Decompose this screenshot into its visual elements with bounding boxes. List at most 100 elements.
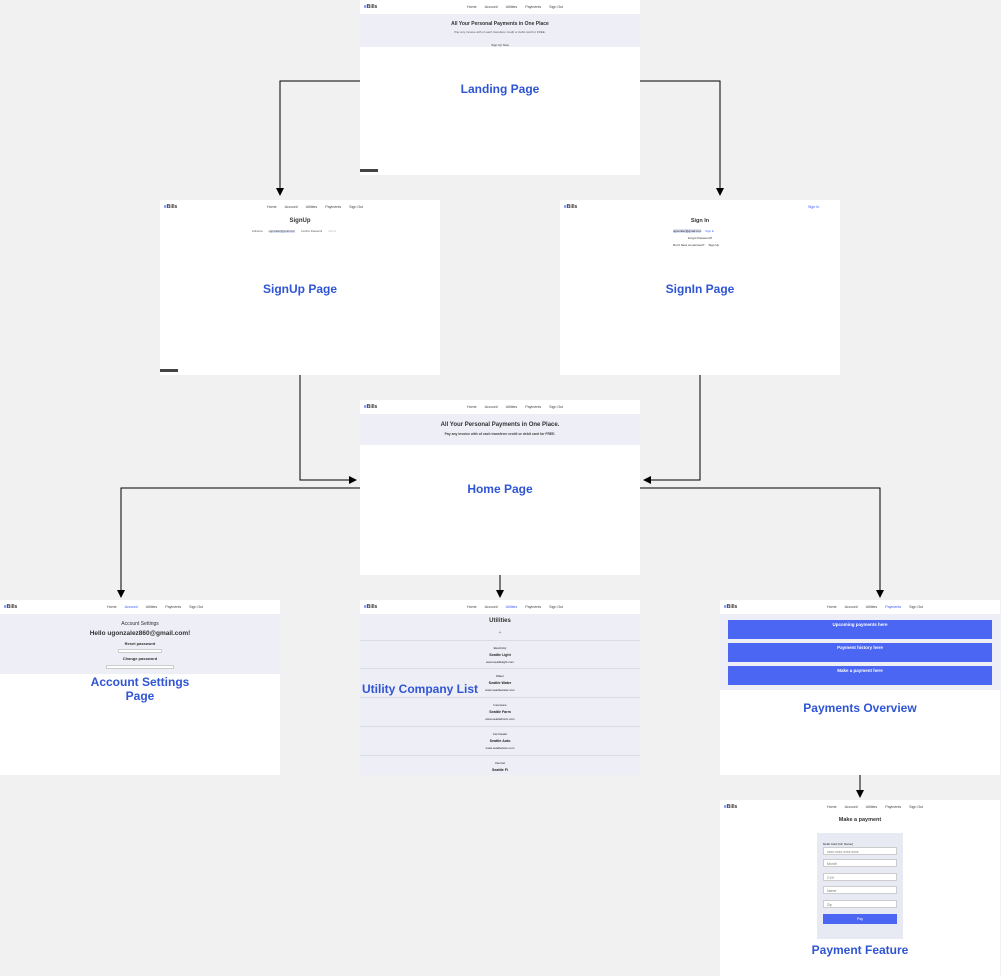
utility-row: Electricity Seattle Light www.seattlelig… <box>360 640 640 668</box>
hero-subline: Pay any invoice with of each transferer … <box>454 30 546 34</box>
nav-account: Account <box>484 605 498 609</box>
hello-text: Hello ugonzalez860@gmail.com! <box>89 630 191 637</box>
arrow-landing-to-signup <box>276 80 360 196</box>
arrow-signup-to-home <box>299 375 357 484</box>
signin-title: Sign In <box>690 218 710 224</box>
footer-bar <box>160 369 178 372</box>
hero-band: All Your Personal Payments in One Place … <box>360 14 640 47</box>
signup-link: Sign Up <box>708 243 720 247</box>
utility-category: Water <box>496 674 504 678</box>
change-password-label: Change password <box>122 656 158 661</box>
logo: eBills <box>4 604 18 610</box>
zip-field: Zip <box>823 900 897 908</box>
landing-page-node: eBills Home Account Utilities Payments S… <box>360 0 640 175</box>
navbar: eBills Home Account Utilities Payments S… <box>0 600 280 614</box>
logo: eBills <box>564 204 578 210</box>
nav-signout: Sign Out <box>549 5 564 9</box>
hero-headline: All Your Personal Payments in One Place. <box>440 422 560 428</box>
nav-signout: Sign Out <box>349 205 364 209</box>
forgot-password-link: Forgot Password? <box>687 236 713 240</box>
signin-form-row: ugonzalez@gmail.com Sign In <box>673 229 714 233</box>
nav-home: Home <box>827 605 837 609</box>
logo: eBills <box>364 4 378 10</box>
utility-category: Car Dealer <box>492 732 508 736</box>
home-page-node: eBills Home Account Utilities Payments S… <box>360 400 640 575</box>
nav-payments: Payments <box>525 405 542 409</box>
navbar: eBills Home Account Utilities Payments S… <box>360 0 640 14</box>
nav-utilities: Utilities <box>145 605 158 609</box>
hero-headline: All Your Personal Payments in One Place <box>451 21 549 27</box>
signin-button: Sign In <box>705 229 715 233</box>
submit-button: Submit <box>328 230 337 233</box>
caption-home: Home Page <box>467 482 533 496</box>
nav-payments: Payments <box>885 605 902 609</box>
account-band: Account Settings Hello ugonzalez860@gmai… <box>0 614 280 674</box>
arrow-signin-to-home <box>643 375 701 484</box>
logo: eBills <box>364 604 378 610</box>
utility-category: Electricity <box>493 646 507 650</box>
caption-account-line2: Page <box>125 689 155 703</box>
nav-utilities: Utilities <box>505 405 518 409</box>
cta-signup: Sign Up Now <box>491 43 509 47</box>
utility-site: www.seattlelight.com <box>485 660 514 664</box>
caption-signup: SignUp Page <box>262 282 337 296</box>
caption-payments: Payments Overview <box>803 701 917 715</box>
nav-payments: Payments <box>525 5 542 9</box>
payment-title: Make a payment <box>838 817 882 823</box>
arrow-landing-to-signin <box>640 80 724 196</box>
arrow-home-to-payments <box>640 487 884 598</box>
logo: eBills <box>164 204 178 210</box>
make-payment-button: Make a payment here <box>728 666 992 685</box>
nav-signout: Sign Out <box>909 605 924 609</box>
logo: eBills <box>724 604 738 610</box>
arrow-home-to-account <box>117 487 360 598</box>
signin-email-field: ugonzalez@gmail.com <box>673 229 702 233</box>
nav-utilities: Utilities <box>305 205 318 209</box>
cvv-field: CVV <box>823 873 897 881</box>
caption-utilities: Utility Company List <box>362 682 479 696</box>
navbar: eBills Sign In <box>560 200 840 214</box>
utility-site: www.seattleAuto.com <box>485 746 515 750</box>
reset-password-label: Reset password <box>124 641 156 646</box>
utility-site: www.seattleFarm.com <box>485 717 515 721</box>
logo: eBills <box>364 404 378 410</box>
utility-row: Car Dealer Seattle Auto www.seattleAuto.… <box>360 726 640 755</box>
confirm-password-field: Confirm Password <box>300 230 323 233</box>
nav-utilities: Utilities <box>865 605 878 609</box>
change-password-field <box>106 665 174 669</box>
nav-home: Home <box>267 205 277 209</box>
signup-title: SignUp <box>289 218 311 224</box>
nav-payments: Payments <box>165 605 182 609</box>
no-account-text: Don't have an account? <box>673 243 705 247</box>
utility-name: Seattle Farm <box>489 710 511 714</box>
card-label: Debit Card (On Name) <box>823 842 854 846</box>
navbar: eBills Home Account Utilities Payments S… <box>720 800 1000 814</box>
nav-payments: Payments <box>525 605 542 609</box>
navbar: eBills Home Account Utilities Payments S… <box>160 200 440 214</box>
utility-name: Seattle Water <box>488 681 512 685</box>
pay-button: Pay <box>823 914 897 924</box>
nav-home: Home <box>467 405 477 409</box>
nav-utilities: Utilities <box>865 805 878 809</box>
nav-payments: Payments <box>885 805 902 809</box>
utility-list-node: eBills Home Account Utilities Payments S… <box>360 600 640 775</box>
nav-signin: Sign In <box>808 205 820 209</box>
nav-signout: Sign Out <box>909 805 924 809</box>
utility-row: Water Seattle Water www.seattlewater.com <box>360 668 640 697</box>
utility-name: Seattle Auto <box>489 739 511 743</box>
utilities-title: Utilities <box>489 618 511 624</box>
navbar: eBills Home Account Utilities Payments S… <box>360 400 640 414</box>
nav-signout: Sign Out <box>189 605 204 609</box>
nav-account: Account <box>284 205 298 209</box>
caption-payment-feature: Payment Feature <box>811 943 909 957</box>
upcoming-payments-button: Upcoming payments here <box>728 620 992 639</box>
caption-landing: Landing Page <box>460 82 540 96</box>
payments-overview-node: eBills Home Account Utilities Payments S… <box>720 600 1000 775</box>
account-title: Account Settings <box>121 621 159 627</box>
navbar: eBills Home Account Utilities Payments S… <box>720 600 1000 614</box>
utility-name: Seattle Light <box>489 653 511 657</box>
utility-site: www.seattlewater.com <box>485 688 515 692</box>
signup-prompt: Don't have an account? Sign Up <box>673 243 719 247</box>
logo: eBills <box>724 804 738 810</box>
signin-page-node: eBills Sign In Sign In ugonzalez@gmail.c… <box>560 200 840 375</box>
